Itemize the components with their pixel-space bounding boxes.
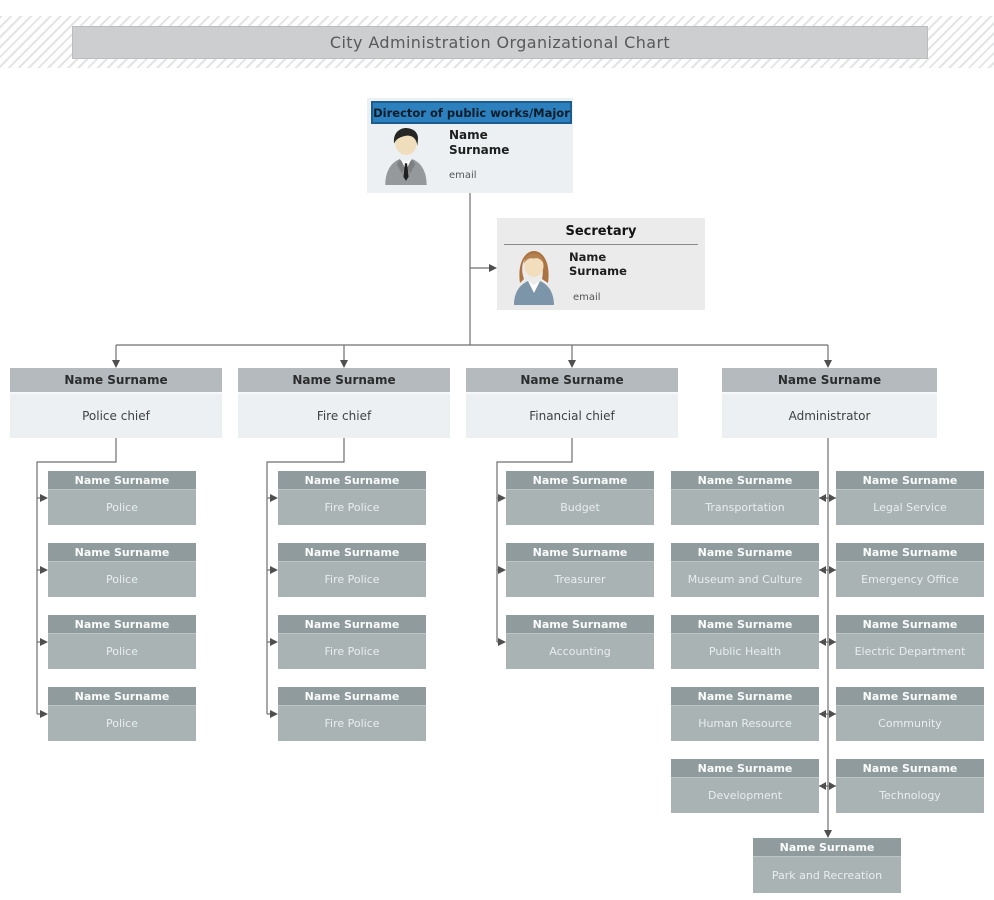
- node-name-header: Name Surname: [722, 368, 937, 394]
- node-name-header: Name Surname: [836, 471, 984, 490]
- node-name-header: Name Surname: [836, 615, 984, 634]
- node-name-header: Name Surname: [671, 759, 819, 778]
- node-name-header: Name Surname: [836, 687, 984, 706]
- secretary-header: Secretary: [565, 224, 637, 239]
- node-name-header: Name Surname: [466, 368, 678, 394]
- node-name-header: Name Surname: [278, 543, 426, 562]
- node-name-header: Name Surname: [671, 687, 819, 706]
- node-role-label: Police: [106, 501, 138, 514]
- node-role-label: Financial chief: [529, 409, 615, 423]
- node-name-header: Name Surname: [506, 543, 654, 562]
- node-role-label: Treasurer: [554, 573, 606, 586]
- node-role-label: Fire Police: [324, 717, 380, 730]
- node-role-label: Community: [878, 717, 942, 730]
- node-role-label: Budget: [560, 501, 600, 514]
- node-name-header: Name Surname: [671, 471, 819, 490]
- node-role-label: Development: [707, 789, 783, 802]
- node-role-label: Fire Police: [324, 501, 380, 514]
- node-director[interactable]: Director of public works/Major Name Surn…: [367, 98, 573, 193]
- director-email: email: [449, 170, 477, 181]
- node-name-header: Name Surname: [238, 368, 450, 394]
- node-name-header: Name Surname: [278, 615, 426, 634]
- node-name-header: Name Surname: [836, 759, 984, 778]
- node-role-label: Transportation: [705, 501, 785, 514]
- node-name-header: Name Surname: [278, 687, 426, 706]
- secretary-name: Name Surname: [569, 250, 627, 278]
- node-role-label: Electric Department: [854, 645, 966, 658]
- node-name-header: Name Surname: [48, 543, 196, 562]
- node-role-label: Park and Recreation: [771, 868, 883, 882]
- male-person-icon: [383, 125, 429, 189]
- node-role-label: Accounting: [549, 645, 611, 658]
- node-name-header: Name Surname: [48, 615, 196, 634]
- node-role-label: Fire Police: [324, 573, 380, 586]
- node-name-header: Name Surname: [671, 615, 819, 634]
- chart-title: City Administration Organizational Chart: [72, 26, 928, 59]
- node-role-label: Technology: [879, 789, 941, 802]
- node-name-header: Name Surname: [753, 838, 901, 857]
- node-name-header: Name Surname: [671, 543, 819, 562]
- node-name-header: Name Surname: [506, 471, 654, 490]
- node-role-label: Legal Service: [873, 501, 947, 514]
- node-role-label: Museum and Culture: [687, 573, 803, 586]
- node-role-label: Public Health: [708, 645, 782, 658]
- director-name: Name Surname: [449, 128, 510, 157]
- node-role-label: Police: [106, 573, 138, 586]
- secretary-email: email: [573, 292, 601, 303]
- node-secretary[interactable]: Secretary Name Surname email: [497, 218, 705, 310]
- node-role-label: Human Resource: [698, 717, 792, 730]
- node-name-header: Name Surname: [48, 471, 196, 490]
- node-role-label: Fire chief: [316, 409, 372, 423]
- node-role-label: Fire Police: [324, 645, 380, 658]
- node-role-label: Police: [106, 717, 138, 730]
- node-name-header: Name Surname: [278, 471, 426, 490]
- female-person-icon: [513, 249, 555, 309]
- node-name-header: Name Surname: [48, 687, 196, 706]
- node-role-label: Emergency Office: [861, 573, 959, 586]
- director-header: Director of public works/Major: [371, 101, 572, 124]
- node-name-header: Name Surname: [506, 615, 654, 634]
- node-name-header: Name Surname: [836, 543, 984, 562]
- node-name-header: Name Surname: [10, 368, 222, 394]
- node-role-label: Police chief: [82, 409, 150, 423]
- secretary-divider: [504, 244, 698, 245]
- node-role-label: Police: [106, 645, 138, 658]
- node-role-label: Administrator: [788, 409, 871, 423]
